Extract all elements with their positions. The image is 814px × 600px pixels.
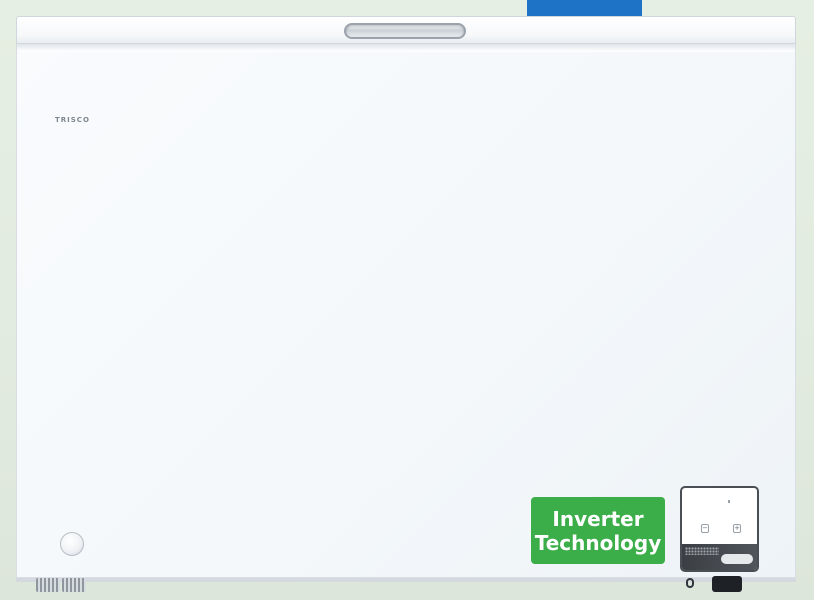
dot-pattern-icon	[685, 547, 719, 555]
drain-plug-knob[interactable]	[60, 532, 84, 556]
inverter-logo-icon	[721, 554, 753, 564]
brand-logo: TRISCO	[55, 116, 90, 124]
badge-line-1: Inverter	[552, 506, 644, 531]
decrease-temperature-button[interactable]: −	[701, 524, 709, 533]
inverter-technology-badge: Inverter Technology	[531, 497, 665, 564]
front-left-foot-2	[62, 578, 86, 592]
freezer-lid[interactable]	[16, 16, 796, 44]
temperature-control-panel: − +	[680, 486, 759, 572]
freezer-body: TRISCO Inverter Technology − +	[16, 52, 796, 578]
caster-wheel	[712, 576, 742, 592]
chest-freezer: TRISCO Inverter Technology − +	[16, 16, 796, 578]
caster-ring-icon	[686, 578, 694, 588]
freezer-base	[16, 578, 796, 582]
front-left-foot	[36, 578, 60, 592]
increase-temperature-button[interactable]: +	[733, 524, 741, 533]
badge-line-2: Technology	[534, 530, 662, 555]
top-accent-strip	[527, 0, 642, 16]
power-indicator-icon	[728, 500, 730, 503]
lid-handle[interactable]	[344, 23, 466, 39]
lid-seam	[16, 44, 796, 52]
control-panel-strip	[682, 544, 757, 570]
